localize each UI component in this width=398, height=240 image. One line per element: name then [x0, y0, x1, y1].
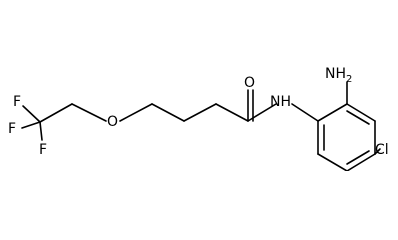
bond-ether-o-chain [119, 103, 153, 122]
label-fluorine-bottom: F [39, 142, 47, 158]
atom-labels: NH2 NH O Cl O F F F [8, 66, 389, 158]
bond-cf3-f-bottom [39, 121, 43, 141]
ring-bond-5 [346, 103, 376, 122]
bond-carbonyl-amide-n [247, 103, 277, 122]
chemical-structure-diagram: NH2 NH O Cl O F F F [8, 66, 389, 171]
bond-cf3-f-left [21, 121, 41, 129]
bond-cf3-f-top [22, 105, 41, 123]
label-nh2: NH2 [325, 66, 352, 85]
label-ether-o: O [107, 114, 118, 130]
ring-inner-bond-3 [346, 110, 370, 125]
ring-bond-6 [317, 103, 348, 122]
bond-chain-to-carbonyl [215, 103, 249, 122]
label-chlorine: Cl [375, 142, 389, 158]
ring-bond-3 [346, 153, 376, 171]
ring-inner-bond-2 [346, 150, 370, 165]
bond-ring-cl [374, 148, 381, 155]
label-carbonyl-o: O [244, 75, 255, 91]
bond-chain-2 [183, 103, 217, 122]
bond-ch2-ether-o [71, 103, 107, 122]
label-fluorine-left: F [8, 121, 16, 137]
bond-chain-1 [151, 103, 185, 122]
ring-bond-2 [317, 153, 348, 171]
label-fluorine-top: F [13, 94, 21, 110]
label-nh2-subscript: 2 [346, 74, 352, 85]
bond-amide-n-ring [291, 103, 319, 122]
bond-lines [21, 81, 381, 171]
label-amide-nh: NH [270, 94, 291, 110]
bond-cf3-ch2 [39, 103, 73, 123]
